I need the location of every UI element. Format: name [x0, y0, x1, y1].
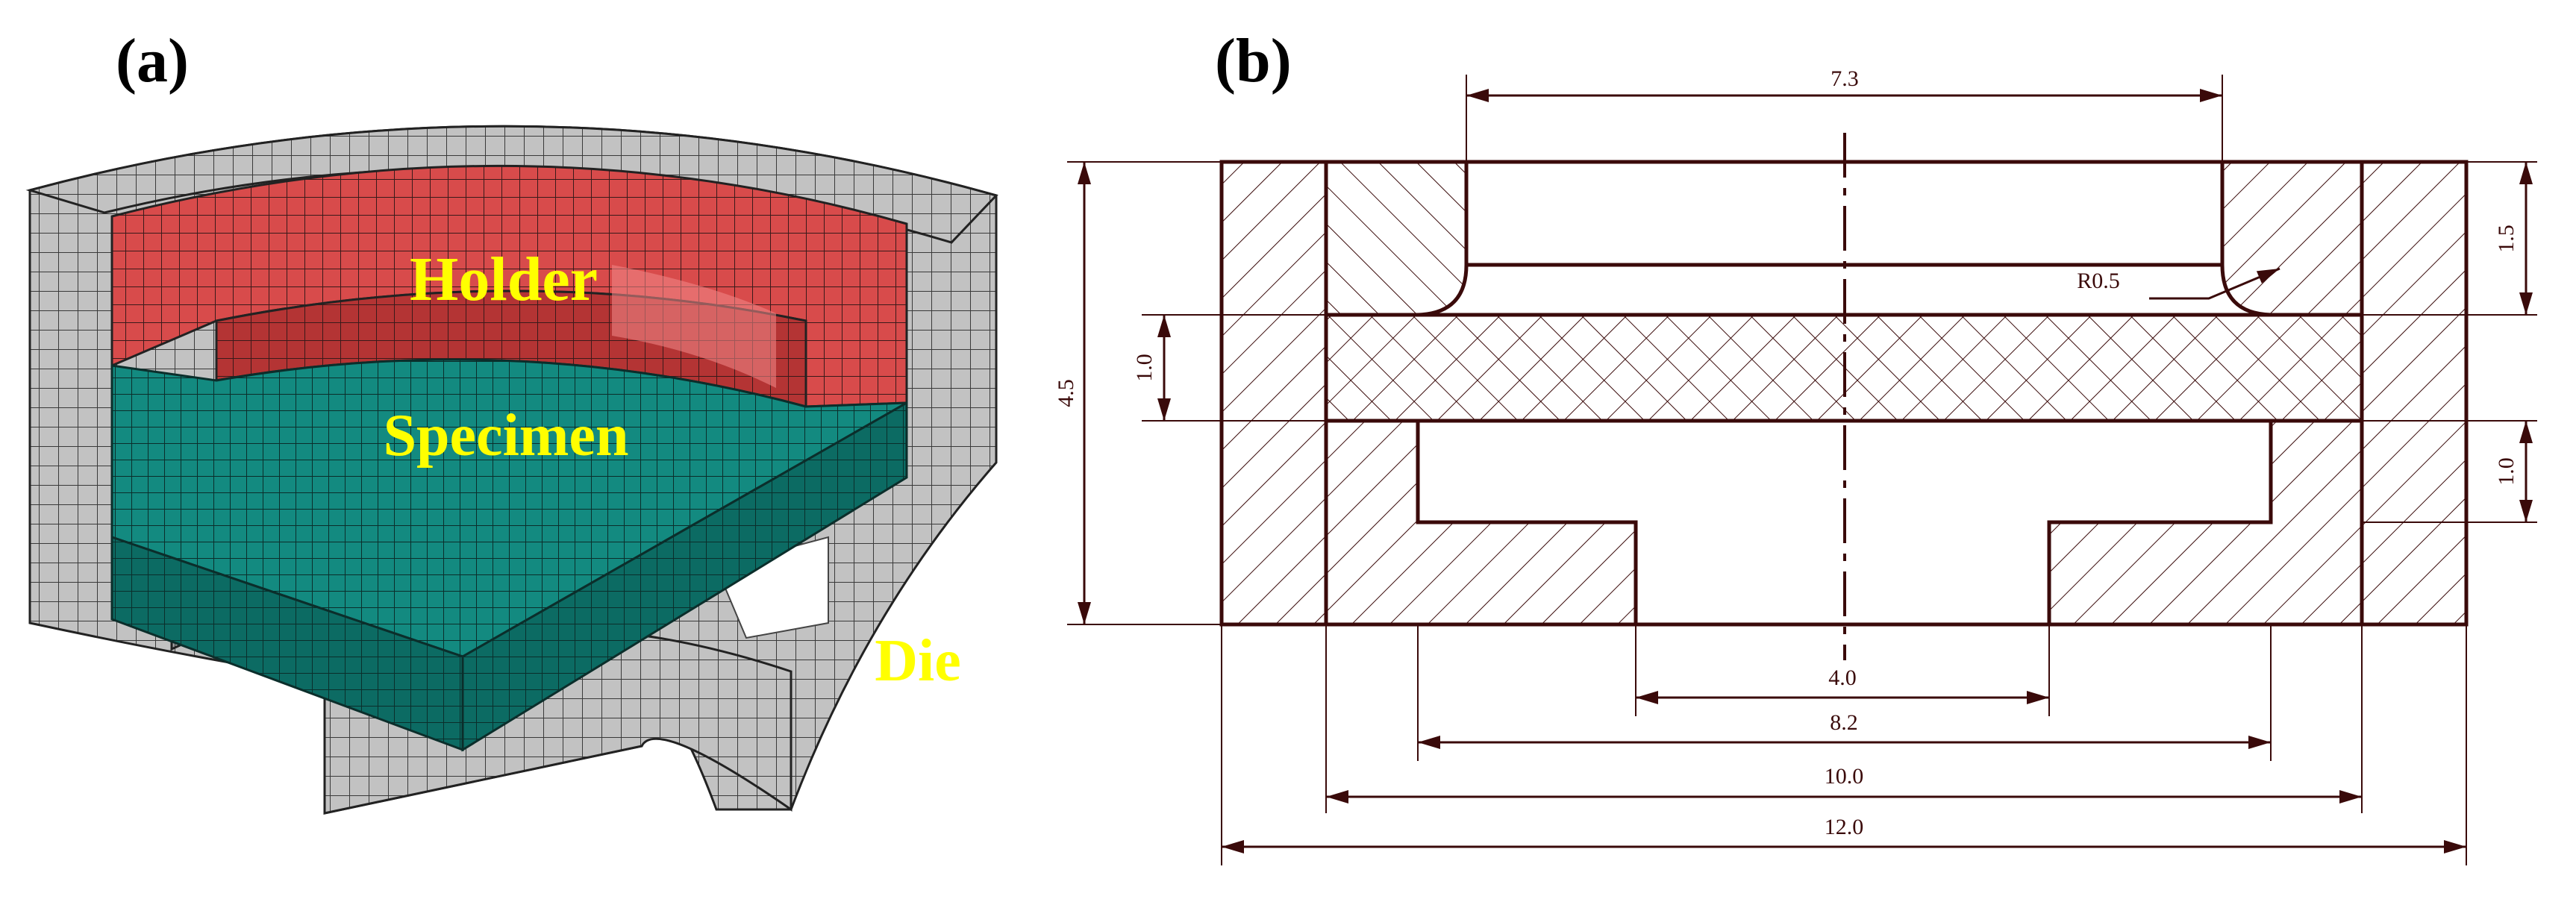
- dimension-lines: [1078, 89, 2533, 853]
- die-lower-left: [1324, 419, 1638, 627]
- specimen-top: [110, 358, 907, 658]
- panel-a-label: (a): [116, 26, 189, 95]
- holder-label: Holder: [410, 245, 598, 314]
- dim-inner-width: 10.0: [1825, 764, 1864, 789]
- dimension-labels: 7.3 4.5 1.5 1.0 1.0 R0.5 4.0 8.2 10.0 12…: [1054, 66, 2519, 839]
- dim-cavity-width: 8.2: [1830, 710, 1858, 735]
- dim-specimen-thickness: 1.0: [1132, 354, 1157, 382]
- die-lower-right: [2047, 419, 2364, 627]
- dim-holder-height: 1.5: [2494, 225, 2519, 253]
- holder-left: [1324, 160, 1469, 317]
- holder-right: [2220, 160, 2364, 317]
- dim-hole-width: 4.0: [1828, 665, 1857, 690]
- specimen-label: Specimen: [384, 403, 629, 469]
- panel-b-label: (b): [1215, 26, 1292, 95]
- panel-a-mesh-model: Holder Specimen Die: [25, 125, 998, 815]
- extension-lines: [1067, 75, 2537, 865]
- die-label: Die: [875, 628, 961, 694]
- dim-cavity-depth: 1.0: [2494, 457, 2519, 486]
- holder-highlight: [612, 265, 776, 388]
- dim-outer-width: 12.0: [1825, 815, 1864, 839]
- panel-b-drawing: [1067, 75, 2537, 865]
- dim-top-width: 7.3: [1831, 66, 1859, 91]
- specimen-right-face: [461, 401, 908, 752]
- die-right-wall: [2360, 160, 2469, 627]
- die-left-wall: [1219, 160, 1328, 627]
- dim-fillet-radius: R0.5: [2077, 269, 2120, 293]
- dim-total-height: 4.5: [1054, 379, 1078, 407]
